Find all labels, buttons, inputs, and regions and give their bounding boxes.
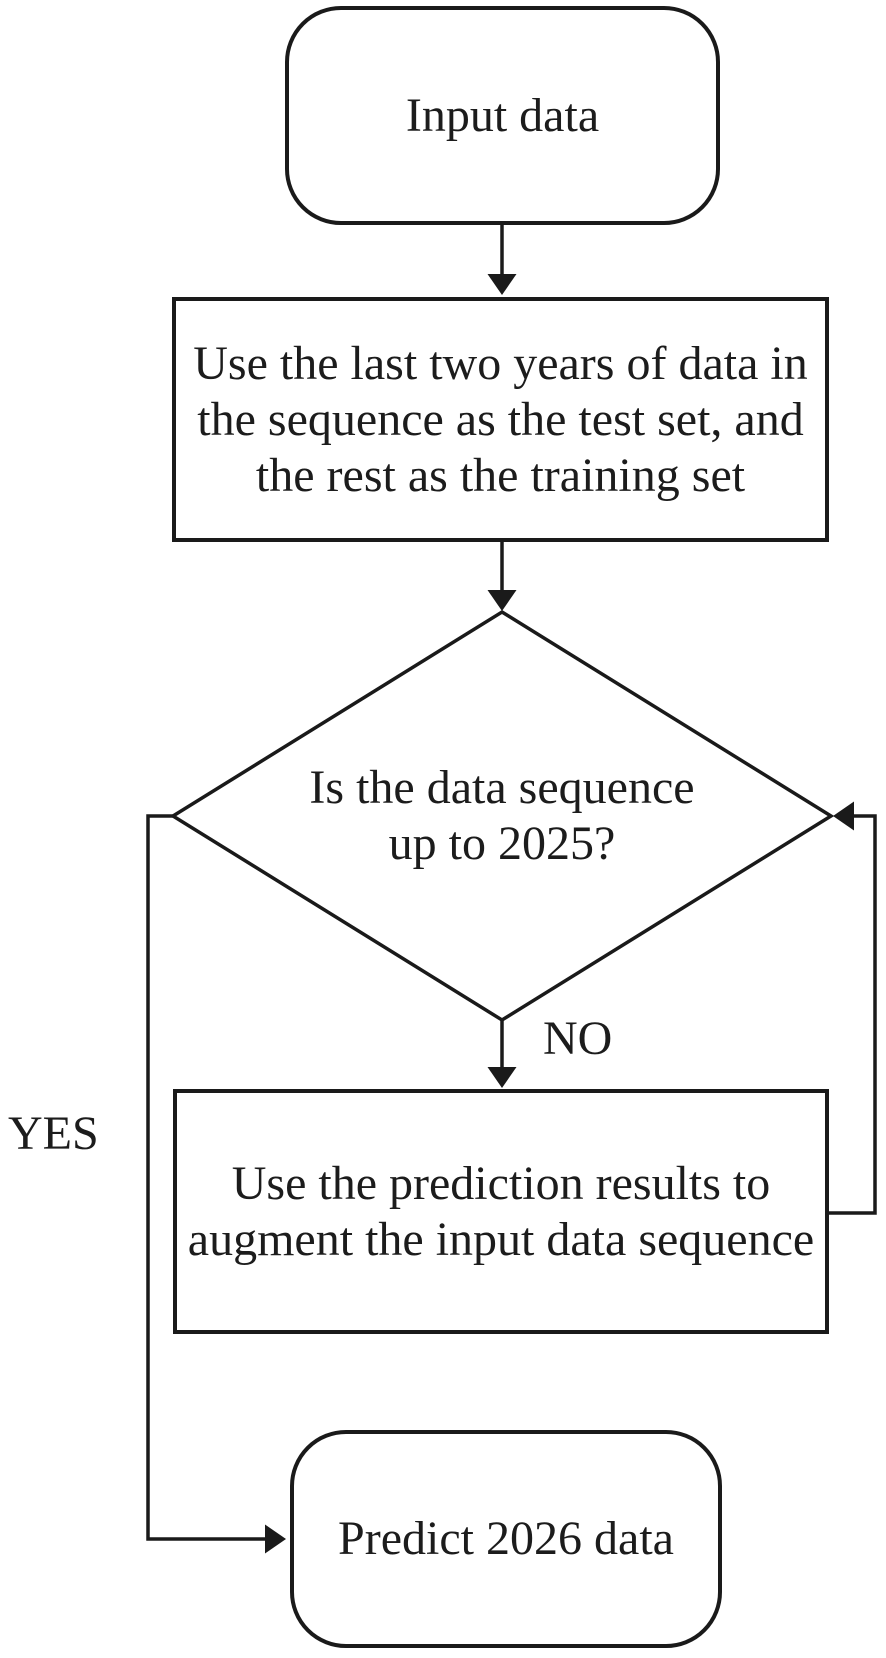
node-predict-2026: Predict 2026 data <box>290 1430 722 1648</box>
node-split-train-test-label: Use the last two years of data in the se… <box>193 336 808 502</box>
edge-decision-yes-to-predict <box>146 814 270 1541</box>
node-input-data-label: Input data <box>405 88 600 142</box>
node-predict-2026-label: Predict 2026 data <box>338 1512 674 1565</box>
edge-label-yes-text: YES <box>8 1107 99 1160</box>
arrowhead-into-split <box>487 274 517 295</box>
arrowhead-into-augment <box>487 1067 517 1088</box>
node-decision-label-area: Is the data sequence up to 2025? <box>252 701 752 931</box>
node-split-train-test: Use the last two years of data in the se… <box>172 297 829 542</box>
edge-label-yes: YES <box>8 1110 99 1158</box>
edge-augment-loop-to-decision <box>829 814 877 1215</box>
edge-label-no-text: NO <box>543 1012 613 1065</box>
node-augment-sequence: Use the prediction results to augment th… <box>173 1089 829 1334</box>
arrowhead-into-predict <box>265 1524 286 1554</box>
arrowhead-into-decision-right <box>833 801 854 831</box>
arrowhead-into-decision-top <box>487 590 517 611</box>
node-input-data: Input data <box>285 6 720 225</box>
node-augment-sequence-label: Use the prediction results to augment th… <box>187 1156 815 1266</box>
edge-label-no: NO <box>543 1015 612 1063</box>
node-decision-label: Is the data sequence up to 2025? <box>309 761 695 870</box>
